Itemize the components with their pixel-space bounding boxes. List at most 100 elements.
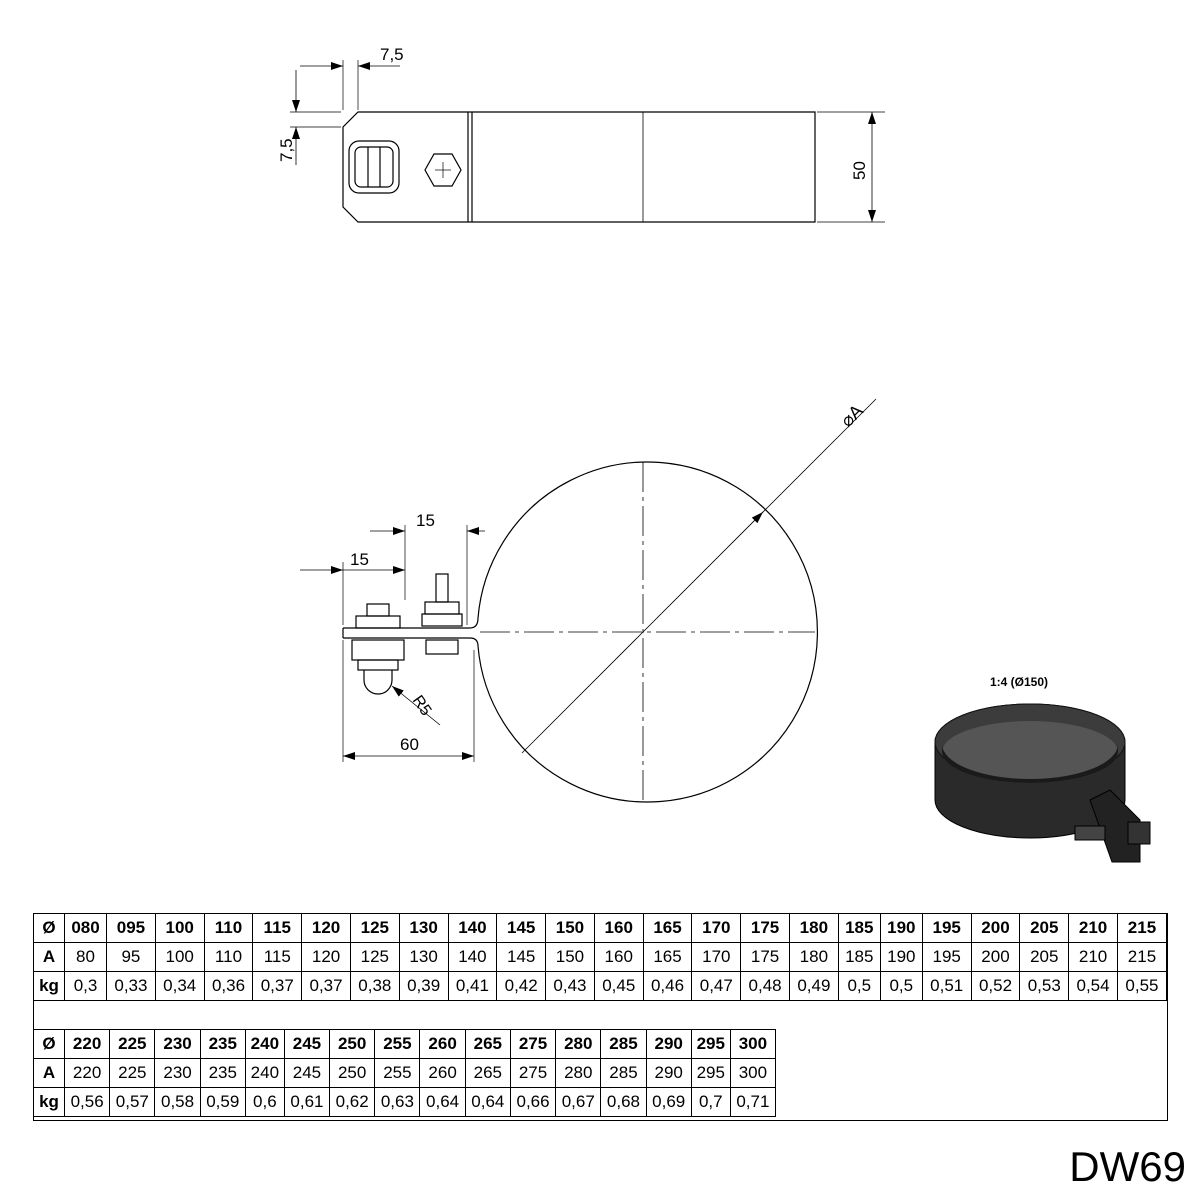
front-view (300, 398, 877, 805)
table-cell: 230 (154, 1029, 201, 1059)
row-label: kg (33, 971, 65, 1001)
dim-radius: R5 (409, 693, 435, 720)
iso-scale-label: 1:4 (Ø150) (990, 675, 1049, 689)
table-cell: 140 (447, 942, 498, 972)
table-cell: 205 (1019, 913, 1070, 943)
table-cell: 180 (788, 913, 839, 943)
table-cell: 0,38 (349, 971, 400, 1001)
table-cell: 120 (301, 913, 351, 943)
table-cell: 115 (252, 942, 303, 972)
dim-tab-height: 7,5 (277, 138, 296, 162)
table-cell: 0,45 (593, 971, 644, 1001)
table-cell: 300 (729, 1058, 777, 1088)
table-cell: 080 (63, 913, 108, 943)
table-cell: 175 (740, 942, 790, 972)
table-cell: 0,58 (154, 1087, 201, 1117)
table-cell: 0,49 (788, 971, 839, 1001)
table-cell: 185 (837, 913, 881, 943)
table-cell: 205 (1019, 942, 1070, 972)
table-cell: 0,42 (496, 971, 547, 1001)
table-cell: 125 (349, 942, 400, 972)
row-label: A (33, 1058, 65, 1088)
table-cell: 260 (419, 1029, 466, 1059)
row-label: Ø (33, 913, 65, 943)
table-cell: 0,51 (921, 971, 972, 1001)
table-cell: 175 (740, 913, 790, 943)
slot (348, 140, 400, 194)
table-cell: 0,5 (837, 971, 881, 1001)
table-cell: 120 (301, 942, 351, 972)
clamp-ring (477, 461, 819, 803)
table-cell: 0,37 (301, 971, 351, 1001)
table-cell: 0,53 (1019, 971, 1070, 1001)
table-cell: 210 (1068, 913, 1118, 943)
table-cell: 100 (154, 942, 205, 972)
table-cell: 145 (496, 942, 547, 972)
table-cell: 100 (154, 913, 205, 943)
table-cell: 0,71 (729, 1087, 777, 1117)
table-cell: 145 (496, 913, 547, 943)
table-cell: 150 (545, 942, 595, 972)
table-cell: 0,36 (203, 971, 254, 1001)
table-cell: 110 (203, 942, 254, 972)
table-cell: 300 (729, 1029, 777, 1059)
technical-drawing: 7,5 7,5 50 ⌀A 15 15 60 R5 (277, 45, 1151, 863)
table-cell: 0,56 (63, 1087, 111, 1117)
table-cell: 290 (645, 1029, 692, 1059)
table-cell: 0,69 (645, 1087, 692, 1117)
table-cell: 260 (419, 1058, 466, 1088)
table-cell: 0,64 (419, 1087, 466, 1117)
dim-diameter: ⌀A (837, 401, 867, 431)
table-cell: 275 (509, 1029, 557, 1059)
table-cell: 130 (398, 913, 449, 943)
table-cell: 0,43 (545, 971, 595, 1001)
row-label: A (33, 942, 65, 972)
table-cell: 225 (109, 1058, 156, 1088)
table-cell: 095 (106, 913, 156, 943)
top-view (290, 60, 885, 223)
table-cell: 0,63 (374, 1087, 421, 1117)
table-cell: 160 (593, 942, 644, 972)
table-cell: 0,67 (555, 1087, 602, 1117)
dim-tab-width: 7,5 (380, 45, 404, 64)
table-cell: 265 (464, 1029, 511, 1059)
table-cell: 0,64 (464, 1087, 511, 1117)
band-outline (342, 111, 816, 223)
table-cell: 0,52 (970, 971, 1021, 1001)
table-cell: 0,33 (106, 971, 156, 1001)
table-cell: 165 (642, 942, 693, 972)
table-cell: 0,66 (509, 1087, 557, 1117)
table-cell: 110 (203, 913, 254, 943)
table-cell: 0,39 (398, 971, 449, 1001)
table-cell: 235 (199, 1029, 246, 1059)
table-cell: 0,47 (691, 971, 742, 1001)
table-cell: 210 (1068, 942, 1118, 972)
table-cell: 290 (645, 1058, 692, 1088)
table-cell: 245 (283, 1029, 331, 1059)
table-cell: 0,6 (244, 1087, 285, 1117)
table-cell: 80 (63, 942, 108, 972)
hex-nut-icon (424, 153, 462, 187)
table-cell: 240 (244, 1029, 285, 1059)
table-cell: 195 (921, 942, 972, 972)
clamp-3d-render (934, 703, 1151, 863)
table-cell: 165 (642, 913, 693, 943)
table-cell: 295 (690, 1058, 731, 1088)
table-cell: 255 (374, 1058, 421, 1088)
table-cell: 195 (921, 913, 972, 943)
table-cell: 200 (970, 942, 1021, 972)
table-cell: 0,57 (109, 1087, 156, 1117)
table-cell: 280 (555, 1029, 602, 1059)
table-cell: 125 (349, 913, 400, 943)
table-cell: 0,41 (447, 971, 498, 1001)
table-cell: 0,55 (1116, 971, 1168, 1001)
table-cell: 170 (691, 913, 742, 943)
